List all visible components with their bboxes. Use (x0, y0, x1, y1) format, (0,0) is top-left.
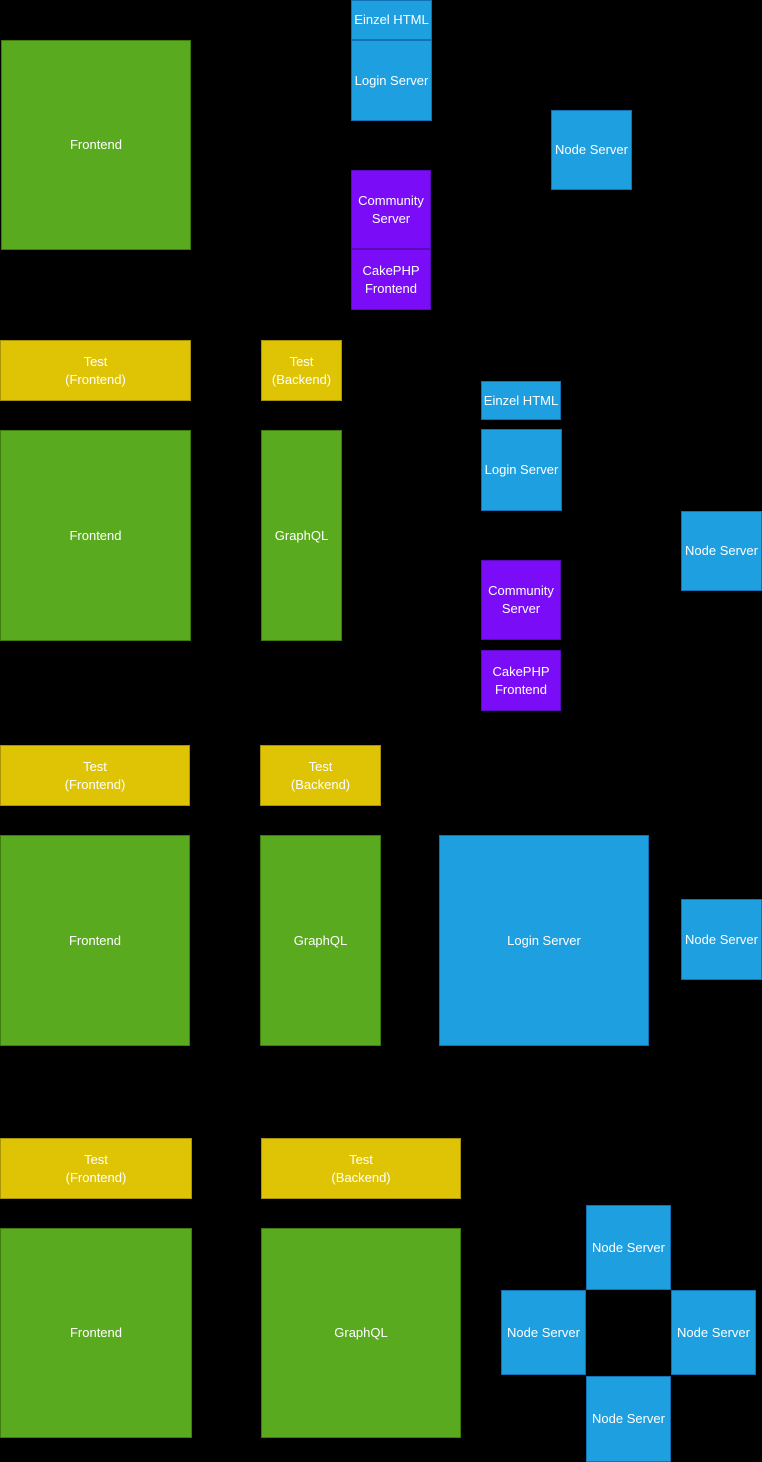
node-label: Einzel HTML (483, 392, 559, 408)
node-label: Node Server (592, 1411, 665, 1426)
node-label: (Frontend) (65, 1169, 127, 1185)
node-test-frontend[interactable]: Test (Frontend) (0, 340, 191, 401)
node-label: Frontend (494, 681, 548, 697)
node-label: Node Server (555, 142, 628, 157)
node-label: Test (83, 758, 107, 774)
node-label: Test (84, 1151, 108, 1167)
node-test-frontend[interactable]: Test (Frontend) (0, 1138, 192, 1199)
node-test-backend[interactable]: Test (Backend) (261, 340, 342, 401)
node-label: Node Server (685, 543, 758, 558)
node-label: GraphQL (274, 527, 329, 543)
node-test-backend[interactable]: Test (Backend) (261, 1138, 461, 1199)
node-label: Frontend (69, 1325, 123, 1340)
node-label: (Frontend) (64, 776, 126, 792)
node-einzel-html[interactable]: Einzel HTML (481, 381, 561, 420)
node-login-server[interactable]: Login Server (351, 40, 432, 121)
node-label: (Backend) (290, 776, 351, 792)
node-einzel-html[interactable]: Einzel HTML (351, 0, 432, 40)
node-label: Community (358, 192, 424, 208)
node-label: (Backend) (271, 371, 332, 387)
node-login-server[interactable]: Login Server (439, 835, 649, 1046)
node-frontend[interactable]: Frontend (0, 835, 190, 1046)
node-node-server[interactable]: Node Server (551, 110, 632, 190)
node-login-server[interactable]: Login Server (481, 429, 562, 511)
node-test-backend[interactable]: Test (Backend) (260, 745, 381, 806)
node-label: Test (349, 1151, 373, 1167)
node-frontend[interactable]: Frontend (1, 40, 191, 250)
node-label: Frontend (364, 280, 418, 296)
node-label: Node Server (592, 1239, 665, 1255)
node-node-server-right[interactable]: Node Server (671, 1290, 756, 1375)
node-label: GraphQL (293, 932, 348, 948)
node-label: Community (488, 583, 554, 598)
node-cakephp-frontend[interactable]: CakePHP Frontend (481, 650, 561, 711)
node-node-server[interactable]: Node Server (681, 511, 762, 591)
node-label: Node Server (507, 1324, 580, 1340)
node-frontend[interactable]: Frontend (0, 430, 191, 641)
node-label: GraphQL (334, 1325, 388, 1340)
node-test-frontend[interactable]: Test (Frontend) (0, 745, 190, 806)
node-label: Test (289, 353, 314, 369)
node-label: Server (501, 601, 541, 616)
node-label: Frontend (68, 932, 122, 948)
node-label: Login Server (484, 462, 559, 477)
node-label: Einzel HTML (354, 12, 429, 27)
node-graphql[interactable]: GraphQL (261, 1228, 461, 1438)
node-label: Test (308, 758, 333, 774)
node-label: Frontend (69, 527, 122, 543)
node-graphql[interactable]: GraphQL (260, 835, 381, 1046)
node-node-server-bottom[interactable]: Node Server (586, 1376, 671, 1462)
node-node-server[interactable]: Node Server (681, 899, 762, 980)
node-frontend[interactable]: Frontend (0, 1228, 192, 1438)
node-label: (Frontend) (65, 371, 126, 387)
node-graphql[interactable]: GraphQL (261, 430, 342, 641)
node-label: Server (371, 210, 411, 226)
node-label: Test (83, 353, 108, 369)
node-label: (Backend) (331, 1169, 391, 1185)
node-label: CakePHP (492, 663, 550, 679)
node-label: Login Server (354, 72, 429, 88)
node-label: Node Server (685, 931, 758, 947)
node-label: Node Server (677, 1324, 750, 1340)
node-label: Frontend (69, 137, 123, 152)
node-label: Login Server (507, 932, 581, 948)
node-node-server-top[interactable]: Node Server (586, 1205, 671, 1290)
node-node-server-left[interactable]: Node Server (501, 1290, 586, 1375)
node-label: CakePHP (362, 262, 420, 278)
node-cakephp-frontend[interactable]: CakePHP Frontend (351, 249, 431, 310)
